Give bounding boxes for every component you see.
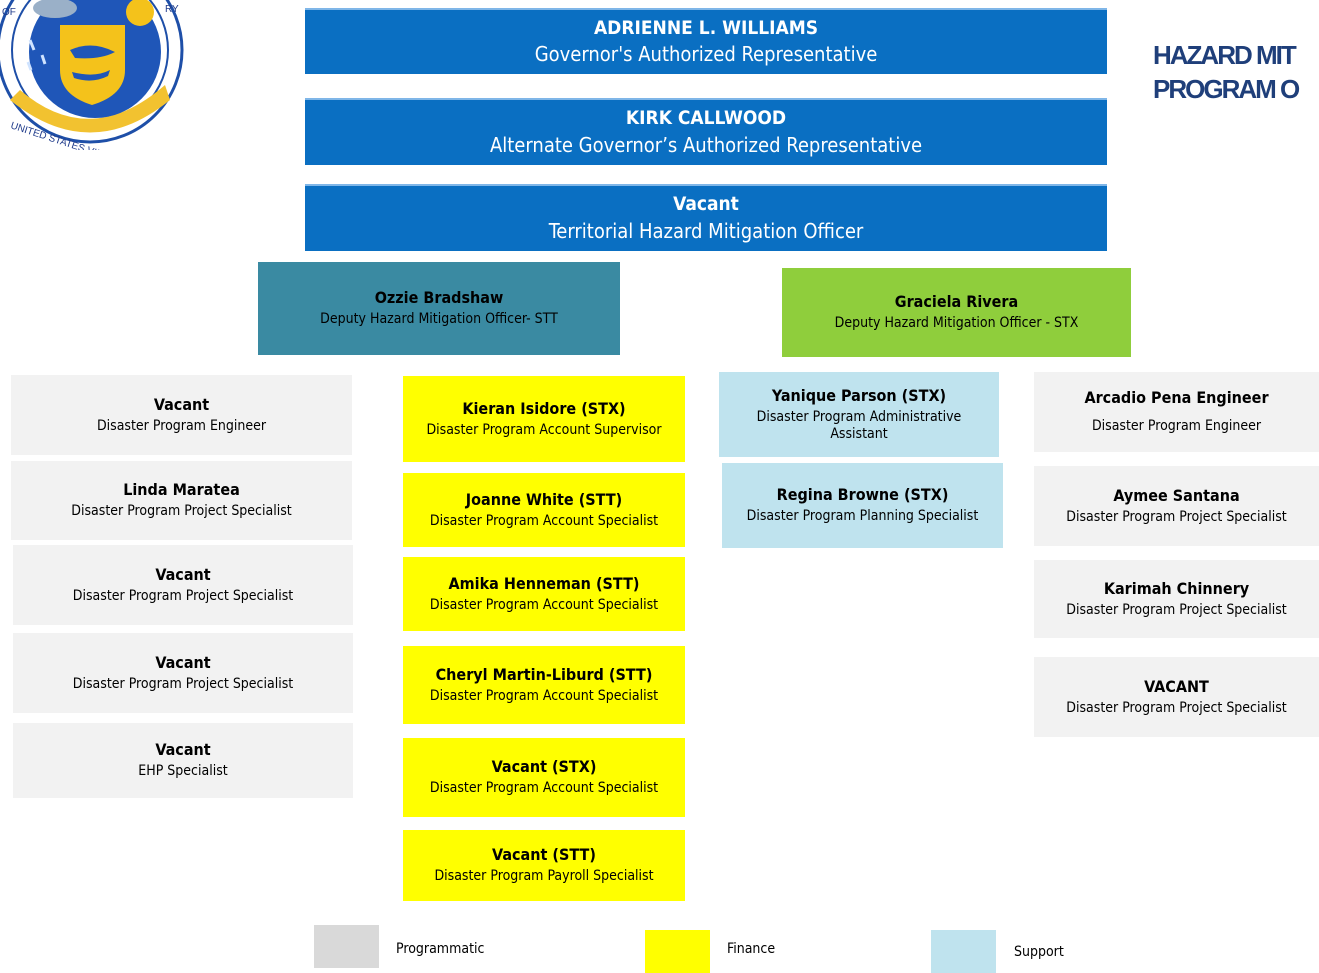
staff-card-programmatic: Vacant Disaster Program Engineer — [11, 375, 352, 455]
staff-title: Disaster Program Project Specialist — [72, 587, 294, 604]
legend-label-finance: Finance — [727, 941, 776, 957]
staff-title: Disaster Program Engineer — [1091, 418, 1262, 435]
staff-card-finance: Vacant (STT) Disaster Program Payroll Sp… — [403, 830, 685, 901]
staff-card-support: Regina Browne (STX) Disaster Program Pla… — [722, 463, 1003, 548]
deputy-name: Ozzie Bradshaw — [374, 288, 504, 308]
staff-name: Joanne White (STT) — [465, 489, 623, 509]
legend-label-programmatic: Programmatic — [396, 941, 485, 957]
staff-title: Disaster Program Project Specialist — [72, 675, 294, 692]
legend-swatch-programmatic — [314, 925, 379, 968]
staff-title: Disaster Program Account Specialist — [429, 687, 659, 704]
deputy-box-stx: Graciela Rivera Deputy Hazard Mitigation… — [782, 268, 1131, 357]
staff-name: Arcadio Pena Engineer — [1084, 388, 1269, 408]
exec-title: Territorial Hazard Mitigation Officer — [548, 218, 864, 243]
exec-title: Alternate Governor’s Authorized Represen… — [489, 132, 923, 157]
staff-name: Vacant — [153, 394, 210, 414]
staff-name: Yanique Parson (STX) — [771, 385, 947, 405]
staff-card-programmatic: Arcadio Pena Engineer Disaster Program E… — [1034, 372, 1319, 452]
staff-name: Amika Henneman (STT) — [448, 573, 640, 593]
exec-box-gar: ADRIENNE L. WILLIAMS Governor's Authoriz… — [305, 8, 1107, 74]
staff-name: Vacant — [155, 740, 211, 760]
legend-swatch-support — [931, 930, 996, 973]
staff-card-finance: Vacant (STX) Disaster Program Account Sp… — [403, 738, 685, 817]
staff-title: Disaster Program Engineer — [96, 417, 267, 434]
staff-card-finance: Amika Henneman (STT) Disaster Program Ac… — [403, 557, 685, 631]
staff-title: Disaster Program Account Specialist — [429, 512, 659, 529]
staff-title: Disaster Program Project Specialist — [71, 503, 292, 520]
staff-card-programmatic: Vacant EHP Specialist — [13, 723, 353, 798]
staff-title: Disaster Program Administrative Assistan… — [756, 408, 962, 443]
staff-title: EHP Specialist — [138, 763, 228, 780]
exec-name: KIRK CALLWOOD — [625, 107, 787, 130]
staff-name: Kieran Isidore (STX) — [462, 398, 626, 418]
staff-title: Disaster Program Account Supervisor — [426, 421, 662, 438]
svg-text:OF: OF — [2, 7, 16, 18]
staff-name: Vacant — [155, 564, 211, 584]
staff-title: Disaster Program Account Specialist — [429, 596, 659, 613]
agency-seal-logo: UNITED STATES VIRGIN ISLANDS OF RY — [0, 0, 190, 180]
svg-text:RY: RY — [165, 4, 179, 15]
deputy-title: Deputy Hazard Mitigation Officer - STX — [834, 315, 1079, 332]
staff-card-programmatic: Linda Maratea Disaster Program Project S… — [11, 461, 352, 540]
org-chart-title: HAZARD MIT PROGRAM O — [1153, 38, 1300, 106]
staff-name: Linda Maratea — [123, 480, 240, 500]
staff-name: VACANT — [1144, 676, 1209, 696]
staff-card-programmatic: Karimah Chinnery Disaster Program Projec… — [1034, 560, 1319, 638]
staff-title: Disaster Program Project Specialist — [1066, 601, 1287, 618]
exec-box-territorial-officer: Vacant Territorial Hazard Mitigation Off… — [305, 184, 1107, 251]
legend-label-support: Support — [1014, 944, 1064, 960]
staff-card-programmatic: Vacant Disaster Program Project Speciali… — [13, 545, 353, 625]
staff-name: Cheryl Martin-Liburd (STT) — [435, 664, 653, 684]
staff-title: Disaster Program Project Specialist — [1066, 508, 1287, 525]
deputy-box-stt: Ozzie Bradshaw Deputy Hazard Mitigation … — [258, 262, 620, 355]
staff-card-finance: Cheryl Martin-Liburd (STT) Disaster Prog… — [403, 646, 685, 724]
deputy-title: Deputy Hazard Mitigation Officer- STT — [320, 311, 558, 328]
staff-card-programmatic: Vacant Disaster Program Project Speciali… — [13, 633, 353, 713]
staff-name: Karimah Chinnery — [1103, 578, 1250, 598]
staff-name: Regina Browne (STX) — [776, 485, 949, 505]
legend-swatch-finance — [645, 930, 710, 973]
title-line-1: HAZARD MIT — [1153, 40, 1297, 70]
exec-name: Vacant — [673, 193, 739, 216]
staff-title: Disaster Program Project Specialist — [1066, 699, 1287, 716]
staff-title: Disaster Program Planning Specialist — [746, 508, 979, 525]
staff-card-programmatic: VACANT Disaster Program Project Speciali… — [1034, 657, 1319, 737]
deputy-name: Graciela Rivera — [894, 292, 1019, 312]
staff-card-finance: Joanne White (STT) Disaster Program Acco… — [403, 473, 685, 547]
staff-name: Vacant (STT) — [492, 845, 596, 865]
staff-title: Disaster Program Payroll Specialist — [434, 868, 654, 885]
staff-card-support: Yanique Parson (STX) Disaster Program Ad… — [719, 372, 999, 457]
title-line-2: PROGRAM O — [1153, 74, 1300, 104]
staff-name: Vacant (STX) — [491, 757, 597, 777]
exec-box-alternate-gar: KIRK CALLWOOD Alternate Governor’s Autho… — [305, 98, 1107, 165]
staff-name: Vacant — [155, 652, 211, 672]
staff-card-programmatic: Aymee Santana Disaster Program Project S… — [1034, 466, 1319, 546]
staff-title: Disaster Program Account Specialist — [429, 780, 659, 797]
staff-name: Aymee Santana — [1113, 485, 1240, 505]
exec-title: Governor's Authorized Representative — [534, 42, 878, 67]
exec-name: ADRIENNE L. WILLIAMS — [593, 16, 819, 39]
staff-card-finance: Kieran Isidore (STX) Disaster Program Ac… — [403, 376, 685, 462]
